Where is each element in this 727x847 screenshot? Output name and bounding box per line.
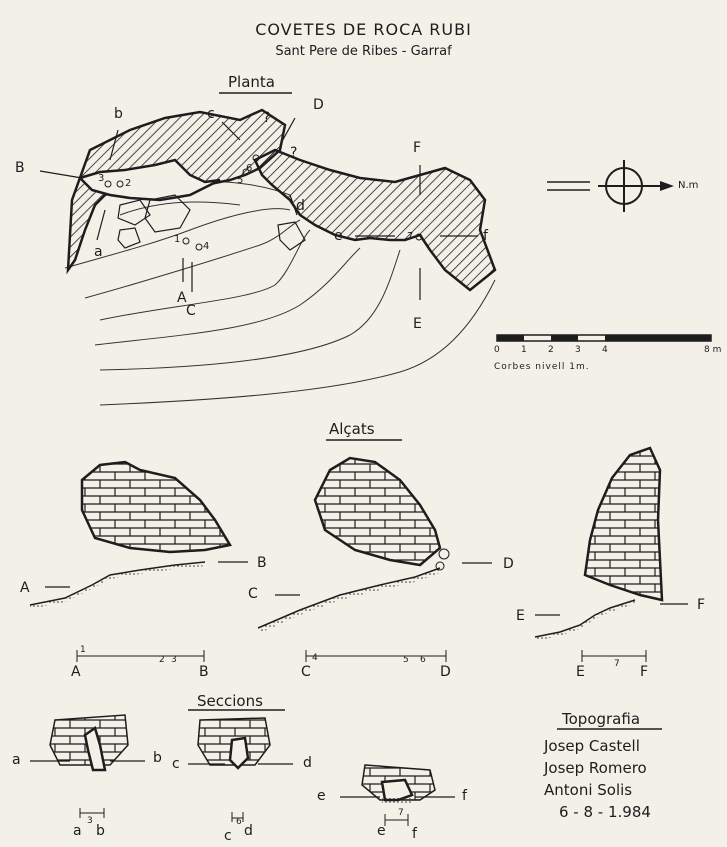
plan-label-C: C (186, 303, 196, 319)
plan-label-b: b (114, 106, 123, 122)
station-7: 7 (407, 231, 414, 242)
axis-cd-d: d (244, 823, 253, 839)
plan-heading: Planta (228, 73, 275, 91)
plan-view (39, 108, 712, 406)
plan-label-question-2: ? (290, 145, 298, 161)
contour-line (84, 219, 301, 299)
station-5: 5 (237, 175, 244, 186)
scale-tick-3: 3 (575, 345, 581, 355)
credits-heading: Topografia (562, 710, 641, 728)
axis-CD-4: 4 (312, 653, 318, 663)
sect-label-c: c (172, 756, 180, 772)
axis-AB-B: B (199, 664, 209, 680)
axis-EF-E: E (576, 664, 585, 680)
axis-AB-2: 2 (159, 655, 165, 665)
contour-line (64, 208, 291, 269)
scale-tick-1: 1 (521, 345, 527, 355)
axis-ab-a: a (73, 823, 82, 839)
plan-label-E: E (413, 316, 422, 332)
axis-EF-F: F (640, 664, 649, 680)
axis-CD-D: D (440, 664, 451, 680)
elev-label-F: F (697, 597, 706, 613)
axis-AB-1: 1 (80, 645, 86, 655)
contour-line (119, 201, 241, 216)
plan-label-question-1: ? (263, 110, 271, 126)
sections-heading: Seccions (197, 692, 263, 710)
axis-CD-C: C (301, 664, 311, 680)
elevation-AB (29, 460, 248, 662)
plan-label-D: D (313, 97, 324, 113)
axis-AB-3: 3 (171, 655, 177, 665)
north-arrow-icon (547, 160, 674, 212)
plan-label-c: c (207, 106, 215, 122)
sect-label-b: b (153, 750, 162, 766)
axis-ab-b: b (96, 823, 105, 839)
scale-bar (496, 334, 712, 342)
plan-label-A: A (177, 290, 187, 306)
plan-label-f: f (483, 228, 488, 244)
contour-line (99, 279, 496, 406)
scale-tick-2: 2 (548, 345, 554, 355)
axis-ef-f: f (412, 826, 417, 842)
plan-label-e: e (334, 228, 343, 244)
survey-subtitle: Sant Pere de Ribes - Garraf (275, 44, 452, 59)
rock-mass-west (66, 108, 287, 275)
elevation-EF (534, 446, 688, 662)
elevations-heading: Alçats (329, 420, 375, 438)
scale-tick-8m: 8 m (704, 345, 722, 355)
station-1: 1 (174, 234, 181, 245)
elev-label-B: B (257, 555, 267, 571)
sect-label-a: a (12, 752, 21, 768)
survey-title: COVETES DE ROCA RUBI (255, 20, 472, 39)
boulder (117, 199, 151, 226)
credit-name-3: Antoni Solis (544, 781, 633, 799)
scale-caption: Corbes nivell 1m. (494, 362, 590, 372)
elev-label-D: D (503, 556, 514, 572)
axis-ef-7: 7 (398, 808, 404, 818)
station-4: 4 (203, 241, 210, 252)
boulder (144, 194, 191, 233)
contour-line (94, 247, 361, 346)
section-cd (188, 717, 293, 822)
sect-label-e: e (317, 788, 326, 804)
plan-label-a: a (94, 244, 103, 260)
axis-EF-7: 7 (614, 659, 620, 669)
boulder (117, 227, 141, 249)
credit-name-2: Josep Romero (544, 759, 647, 777)
elev-label-E: E (516, 608, 525, 624)
north-label: N.m (678, 180, 699, 191)
axis-CD-5: 5 (403, 655, 409, 665)
axis-ef-e: e (377, 823, 386, 839)
section-ef (340, 764, 455, 826)
axis-cd-6: 6 (236, 817, 242, 827)
cave-passage (77, 158, 221, 202)
elevation-CD (257, 456, 492, 662)
plan-label-F: F (413, 140, 422, 156)
credit-name-1: Josep Castell (544, 737, 640, 755)
axis-AB-A: A (71, 664, 81, 680)
rock-mass-east (253, 148, 497, 292)
scale-tick-4: 4 (602, 345, 608, 355)
sect-label-f: f (462, 788, 467, 804)
station-6: 6 (246, 163, 253, 174)
axis-cd-c: c (224, 828, 232, 844)
station-2: 2 (125, 178, 132, 189)
boulder (277, 221, 306, 251)
contour-line (99, 249, 401, 371)
station-3: 3 (98, 173, 105, 184)
sect-label-d: d (303, 755, 312, 771)
section-ab (30, 714, 145, 818)
elev-label-A: A (20, 580, 30, 596)
contour-line (99, 229, 311, 321)
axis-ab-3: 3 (87, 816, 93, 826)
axis-CD-6: 6 (420, 655, 426, 665)
plan-label-d: d (296, 198, 305, 214)
plan-label-B: B (15, 160, 25, 176)
scale-tick-0: 0 (494, 345, 500, 355)
elev-label-C: C (248, 586, 258, 602)
credit-date: 6 - 8 - 1.984 (559, 803, 651, 821)
